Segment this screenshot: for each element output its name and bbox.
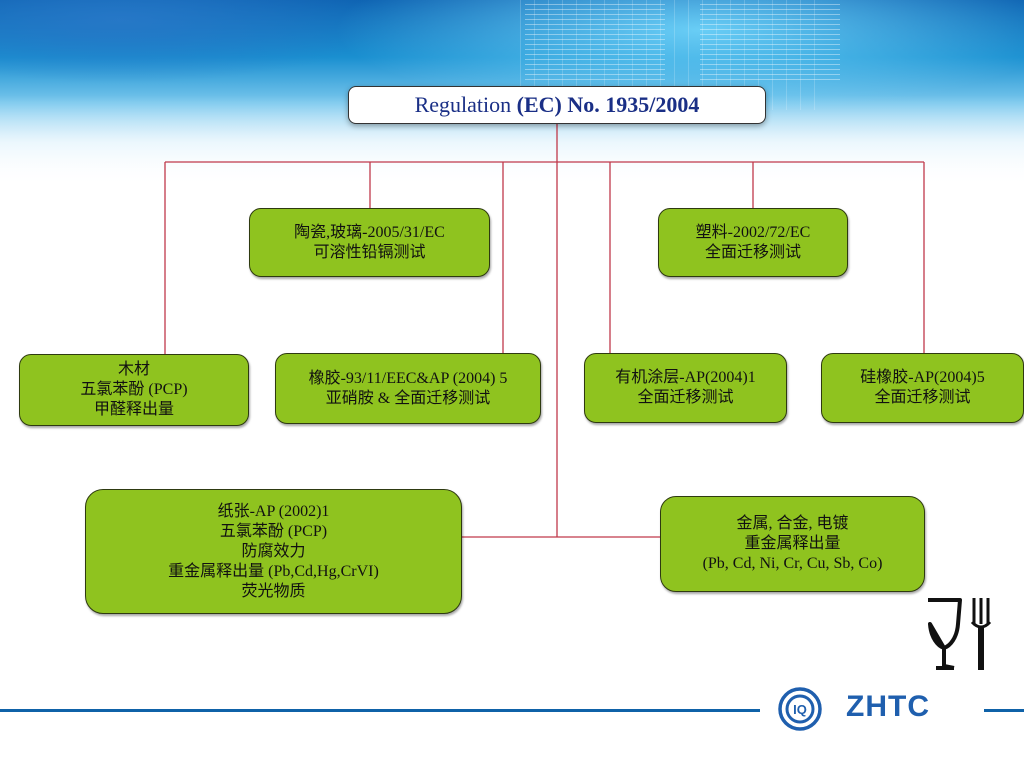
footer-rule-right	[984, 709, 1024, 712]
banner-text-decoration	[700, 4, 840, 84]
node-metal: 金属, 合金, 电镀 重金属释出量 (Pb, Cd, Ni, Cr, Cu, S…	[660, 496, 925, 592]
node-line: 亚硝胺 & 全面迁移测试	[325, 389, 491, 407]
root-label-prefix: Regulation	[414, 92, 517, 117]
node-ceramic-glass: 陶瓷,玻璃-2005/31/EC 可溶性铅镉测试	[249, 208, 490, 277]
node-wood: 木材 五氯苯酚 (PCP) 甲醛释出量	[19, 354, 249, 426]
footer-rule-left	[0, 709, 760, 712]
node-line: 防腐效力	[241, 542, 306, 560]
node-line: 硅橡胶-AP(2004)5	[860, 369, 985, 386]
node-paper: 纸张-AP (2002)1 五氯苯酚 (PCP) 防腐效力 重金属释出量 (Pb…	[85, 489, 462, 614]
emblem-letters: IQ	[793, 702, 807, 717]
node-line: 有机涂层-AP(2004)1	[615, 369, 756, 386]
node-organic-coating: 有机涂层-AP(2004)1 全面迁移测试	[584, 353, 787, 423]
zhtc-emblem-icon: IQ	[778, 687, 822, 731]
node-line: 五氯苯酚 (PCP)	[219, 522, 328, 540]
node-rubber: 橡胶-93/11/EEC&AP (2004) 5 亚硝胺 & 全面迁移测试	[275, 353, 541, 424]
node-line: 金属, 合金, 电镀	[736, 515, 849, 532]
node-line: 橡胶-93/11/EEC&AP (2004) 5	[308, 369, 508, 387]
node-line: 全面迁移测试	[874, 389, 971, 406]
node-line: 重金属释出量 (Pb,Cd,Hg,CrVI)	[168, 562, 379, 580]
glass-fork-icon	[928, 598, 992, 670]
root-regulation-box: Regulation (EC) No. 1935/2004	[348, 86, 766, 124]
node-plastic: 塑料-2002/72/EC 全面迁移测试	[658, 208, 848, 277]
node-line: 纸张-AP (2002)1	[217, 502, 330, 520]
node-line: 全面迁移测试	[704, 243, 801, 261]
node-line: 五氯苯酚 (PCP)	[80, 381, 188, 398]
node-line: 陶瓷,玻璃-2005/31/EC	[294, 223, 445, 241]
zhtc-logo-text: ZHTC	[846, 690, 930, 723]
node-line: 木材	[117, 361, 150, 378]
node-line: 塑料-2002/72/EC	[695, 223, 811, 241]
node-line: 可溶性铅镉测试	[313, 243, 426, 261]
node-silicone-rubber: 硅橡胶-AP(2004)5 全面迁移测试	[821, 353, 1024, 423]
node-line: 荧光物质	[241, 582, 306, 600]
root-label-bold: (EC) No. 1935/2004	[516, 92, 700, 117]
node-line: 全面迁移测试	[637, 389, 734, 406]
node-line: 重金属释出量	[744, 535, 841, 552]
node-line: 甲醛释出量	[93, 401, 174, 418]
banner-text-decoration	[525, 4, 665, 84]
node-line: (Pb, Cd, Ni, Cr, Cu, Sb, Co)	[702, 555, 883, 572]
